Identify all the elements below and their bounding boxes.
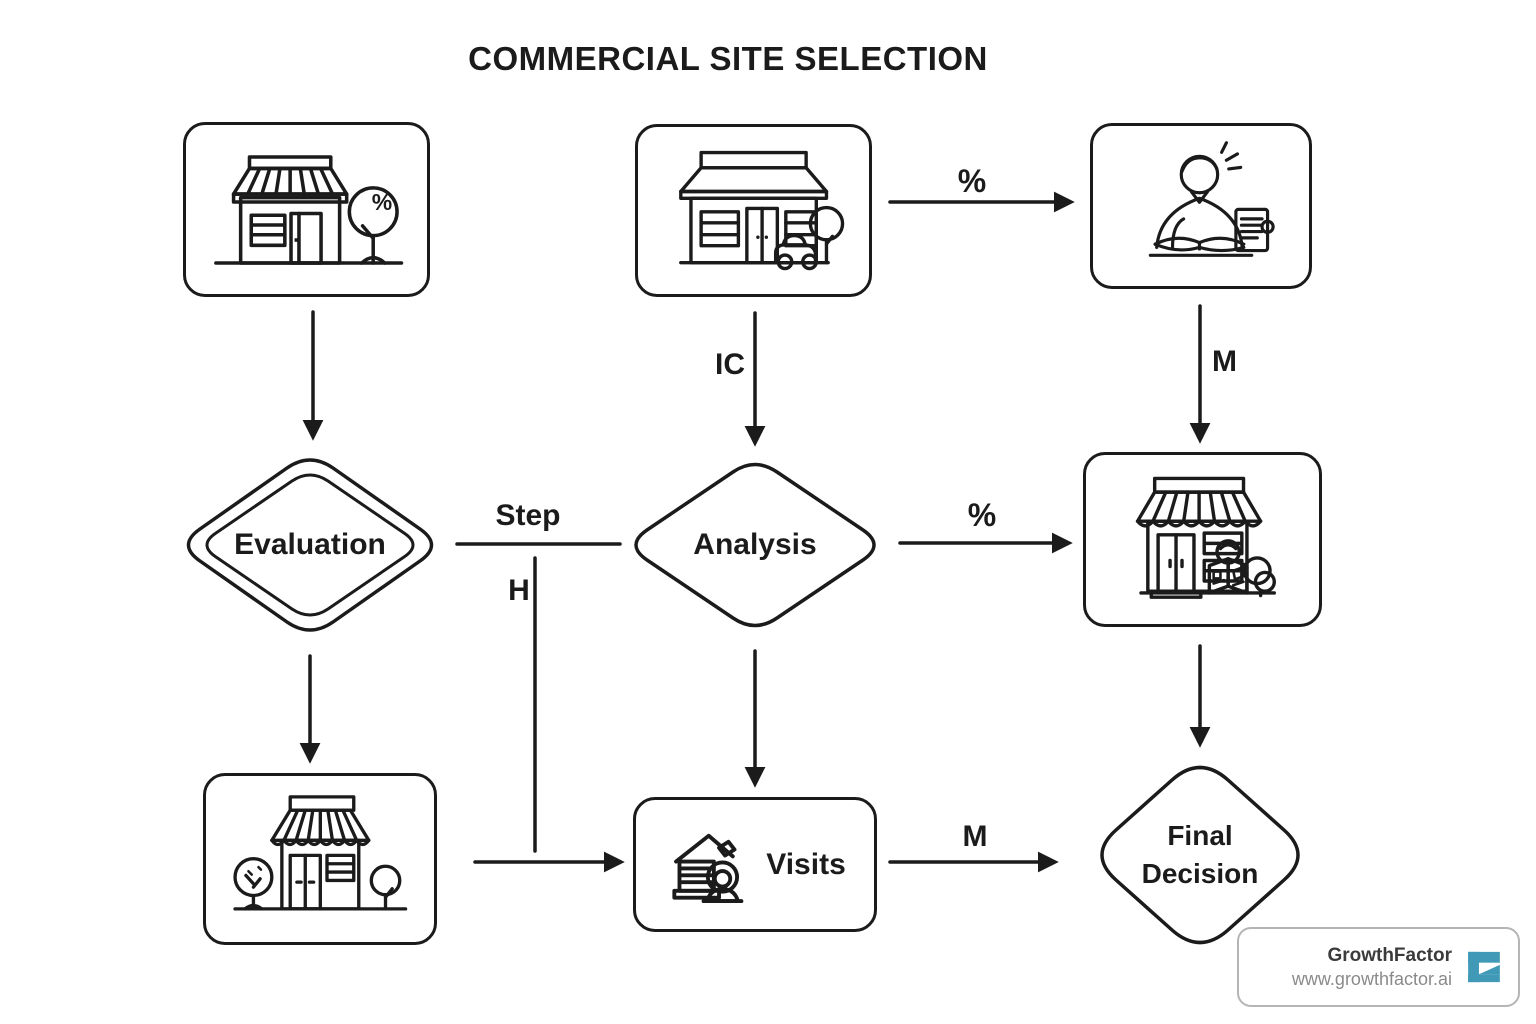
edge-label-step: Step bbox=[495, 499, 561, 532]
edge-label-ic: IC bbox=[715, 348, 745, 381]
evaluation-diamond-shape bbox=[186, 458, 434, 632]
storefront-tree-percent-icon: % bbox=[214, 154, 404, 265]
growthfactor-badge: GrowthFactor www.growthfactor.ai bbox=[1237, 927, 1520, 1007]
node-final-decision: Final Decision bbox=[1085, 752, 1315, 958]
storefront-car-icon bbox=[678, 151, 845, 271]
edge-label-m-bottom: M bbox=[962, 820, 988, 853]
storefront-shopper-icon bbox=[1135, 476, 1276, 599]
node-site-photo-shopper bbox=[1083, 452, 1322, 627]
evaluation-label: Evaluation bbox=[234, 527, 386, 561]
node-analyst-reading bbox=[1090, 123, 1312, 289]
node-analysis: Analysis bbox=[620, 452, 890, 638]
badge-website-url: www.growthfactor.ai bbox=[1291, 968, 1452, 989]
final-decision-label: Final Decision bbox=[1085, 752, 1315, 958]
house-person-icon bbox=[672, 833, 744, 903]
final-decision-diamond-shape bbox=[1100, 765, 1300, 945]
percent-glyph: % bbox=[372, 188, 392, 214]
edge-label-m-right: M bbox=[1212, 345, 1237, 378]
analysis-diamond-shape bbox=[634, 462, 876, 628]
final-decision-line2: Decision bbox=[1141, 858, 1259, 889]
analysis-label: Analysis bbox=[693, 527, 817, 561]
visits-label: Visits bbox=[766, 847, 846, 881]
page-title: COMMERCIAL SITE SELECTION bbox=[468, 40, 988, 77]
badge-company-name: GrowthFactor bbox=[1327, 944, 1452, 966]
storefront-trees-icon bbox=[233, 795, 407, 911]
edge-label-percent-top: % bbox=[957, 163, 987, 199]
node-site-photo-trees bbox=[203, 773, 437, 945]
final-decision-line1: Final bbox=[1167, 820, 1233, 852]
node-site-photo-percent: % bbox=[183, 122, 430, 297]
node-site-photo-car bbox=[635, 124, 872, 297]
edge-label-percent-mid: % bbox=[967, 497, 997, 533]
growthfactor-g-logo-icon bbox=[1468, 951, 1500, 983]
edge-label-h: H bbox=[508, 574, 530, 607]
node-evaluation: Evaluation bbox=[167, 442, 453, 648]
person-reading-icon bbox=[1148, 141, 1275, 257]
node-visits: Visits bbox=[633, 797, 877, 932]
